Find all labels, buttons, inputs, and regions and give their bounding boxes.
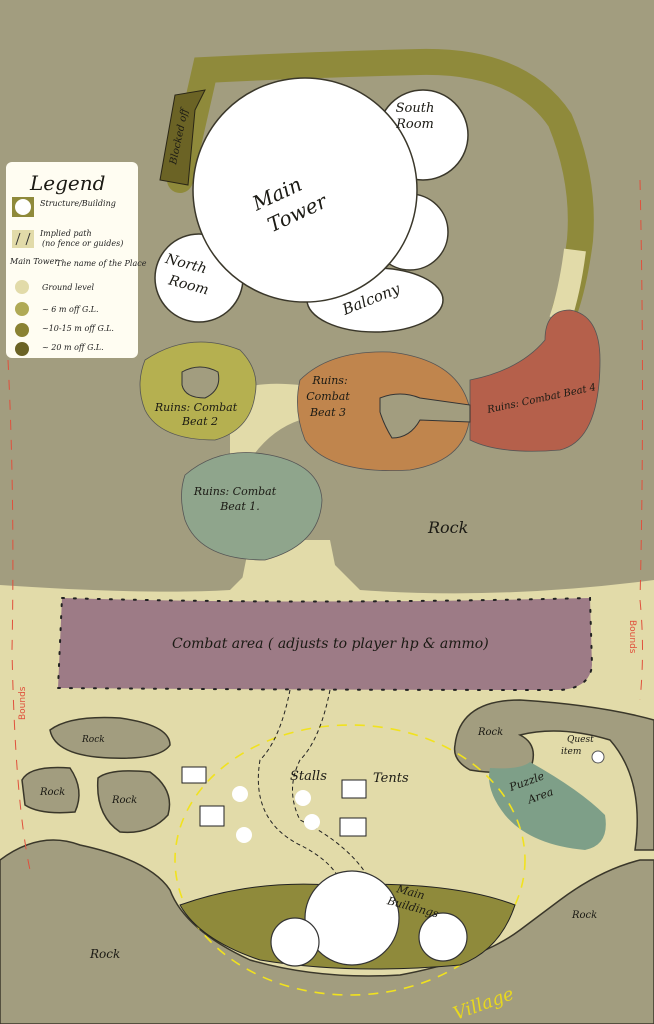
implied-path <box>257 689 371 881</box>
quest-item-marker[interactable] <box>591 750 605 764</box>
ruins-2-pillar <box>181 366 220 399</box>
building[interactable] <box>270 917 320 967</box>
label-combat-area: Combat area ( adjusts to player hp & amm… <box>172 636 489 652</box>
legend-item: Implied path <box>39 229 92 238</box>
rock <box>21 766 80 814</box>
label-rock: Rock <box>111 795 137 806</box>
blocked-off-path <box>159 89 206 186</box>
label-stalls: Stalls <box>290 769 327 784</box>
stall-icon[interactable] <box>232 786 248 802</box>
bounds-left <box>7 359 31 871</box>
rock <box>96 770 171 834</box>
main-buildings <box>270 870 468 967</box>
legend-title: Legend <box>29 171 105 195</box>
label-rock: Rock <box>39 787 65 798</box>
tent-icon[interactable] <box>339 817 367 837</box>
legend-item: The name of the Place <box>56 259 147 268</box>
legend-item: ~ 20 m off G.L. <box>42 343 104 352</box>
legend-sample-name: Main Tower <box>9 257 59 266</box>
rock-cliff-left <box>0 839 654 1024</box>
ruins-combat-beat-4[interactable] <box>469 309 601 452</box>
stall-icon[interactable] <box>295 790 311 806</box>
legend-item: Structure/Building <box>40 199 116 208</box>
label-tents: Tents <box>373 771 409 786</box>
label-rock: Rock <box>571 910 597 921</box>
label-bounds: Bounds <box>627 620 637 654</box>
building[interactable] <box>418 912 468 962</box>
10-15m-swatch <box>15 323 29 337</box>
path-icon <box>12 230 34 248</box>
main-building[interactable] <box>304 870 400 966</box>
stalls <box>232 786 320 843</box>
combat-area[interactable] <box>56 596 594 692</box>
label-rock: Rock <box>477 727 503 738</box>
stall-icon[interactable] <box>236 827 252 843</box>
path-hatch-icon <box>15 232 31 246</box>
legend-item: ~10-15 m off G.L. <box>42 324 114 333</box>
building-circle-icon <box>15 199 31 215</box>
village-boundary <box>174 724 526 996</box>
6m-swatch <box>15 302 29 316</box>
tent-icon[interactable] <box>181 766 207 784</box>
stall-icon[interactable] <box>304 814 320 830</box>
main-tower[interactable] <box>192 77 418 303</box>
legend-item: Ground level <box>42 283 95 292</box>
rock <box>49 716 171 759</box>
label-bounds: Bounds <box>18 686 28 720</box>
elevated-walkway <box>167 48 594 323</box>
tent-icon[interactable] <box>341 779 367 799</box>
tower-cluster <box>154 77 469 333</box>
20m-swatch <box>15 342 29 356</box>
ruins-3-debris <box>379 393 471 439</box>
label-rock: Rock <box>427 518 468 537</box>
label-rock: Rock <box>89 947 120 961</box>
label-rock: Rock <box>81 735 105 745</box>
ground-level-swatch <box>15 280 29 294</box>
legend-item: ~ 6 m off G.L. <box>42 305 99 314</box>
ruins-combat-beat-1[interactable] <box>181 452 323 561</box>
legend-panel <box>6 162 138 358</box>
legend: Legend Structure/Building Implied path (… <box>6 162 147 358</box>
bounds-right <box>639 179 643 701</box>
puzzle-area[interactable] <box>489 762 606 850</box>
tents <box>181 766 367 837</box>
ground-passage <box>230 383 340 590</box>
legend-item-sub: (no fence or guides) <box>42 239 123 248</box>
tent-icon[interactable] <box>199 805 225 827</box>
